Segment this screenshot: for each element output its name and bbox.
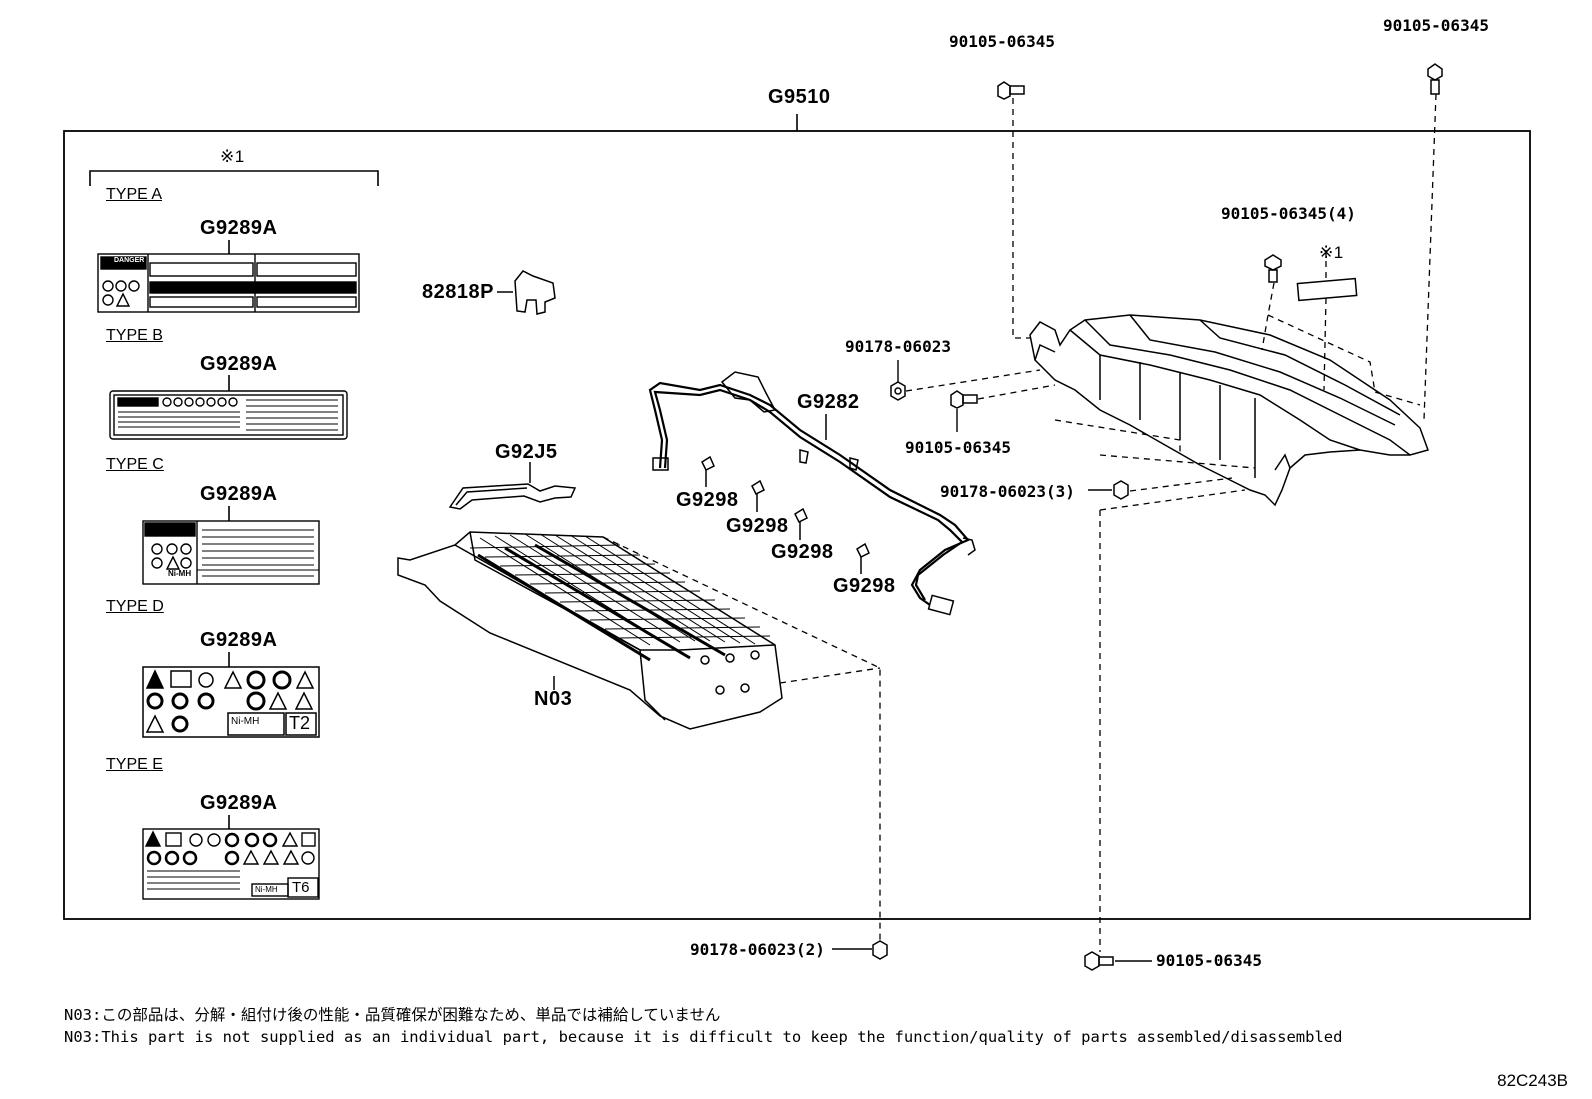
mark-right: ※1 [1319,243,1344,262]
sticker-type-b [109,390,348,440]
sticker-danger-text: DANGER [114,257,145,264]
assembly-frame [63,130,1531,920]
sticker-type-d [142,666,320,738]
upper-case-drawing [1029,277,1429,507]
sticker-type-a [97,253,360,313]
part-label-82818p: 82818P [422,281,494,303]
type-c-part-label: G9289A [200,483,278,505]
part-label-g9298-1: G9298 [676,489,739,511]
sticker-e-t6: T6 [292,879,310,896]
type-c-label: TYPE C [106,456,164,473]
part-label-90178-3: 90178-06023(3) [940,482,1075,501]
label-group-bracket [89,170,379,186]
type-b-part-label: G9289A [200,353,278,375]
type-e-label: TYPE E [106,756,163,773]
type-d-label: TYPE D [106,598,164,615]
part-label-90105-mid: 90105-06345 [905,438,1011,457]
part-label-90178-2: 90178-06023(2) [690,940,825,959]
part-label-g9298-2: G9298 [726,515,789,537]
part-label-90105-top-right: 90105-06345 [1383,16,1489,35]
sticker-type-e [142,828,320,900]
diagram-code: 82C243B [1497,1071,1568,1090]
wire-harness-g9282-drawing [648,371,976,616]
clips-g9298-drawing [701,455,870,574]
bracket-82818p-drawing [497,270,556,315]
assembly-label-g9510: G9510 [768,86,831,108]
part-label-g9298-4: G9298 [833,575,896,597]
note-english: N03:This part is not supplied as an indi… [64,1028,1343,1046]
battery-module-n03-drawing [397,531,783,730]
sticker-type-c [142,520,320,585]
type-a-part-label: G9289A [200,217,278,239]
part-label-g92j5: G92J5 [495,441,558,463]
part-label-90105-bottom: 90105-06345 [1156,951,1262,970]
type-b-label: TYPE B [106,327,163,344]
sticker-d-nimh: Ni-MH [231,716,260,727]
part-label-90178-top: 90178-06023 [845,337,951,356]
cover-g92j5-drawing [448,462,577,510]
part-label-90105-4: 90105-06345(4) [1221,204,1356,223]
part-label-90105-top-center: 90105-06345 [949,32,1055,51]
part-label-g9282: G9282 [797,391,860,413]
fasteners-drawing [872,63,1443,971]
part-label-g9298-3: G9298 [771,541,834,563]
note-japanese: N03:この部品は、分解・組付け後の性能・品質確保が困難なため、単品では補給して… [64,1006,721,1024]
type-d-part-label: G9289A [200,629,278,651]
sticker-c-nimh: Ni-MH [168,569,192,578]
part-label-n03: N03 [534,688,573,710]
bracket-mark: ※1 [220,147,245,166]
type-a-label: TYPE A [106,186,163,203]
type-e-part-label: G9289A [200,792,278,814]
sticker-e-nimh: Ni-MH [255,885,278,894]
sticker-d-t2: T2 [289,713,311,733]
assembly-guidelines [602,93,1437,952]
